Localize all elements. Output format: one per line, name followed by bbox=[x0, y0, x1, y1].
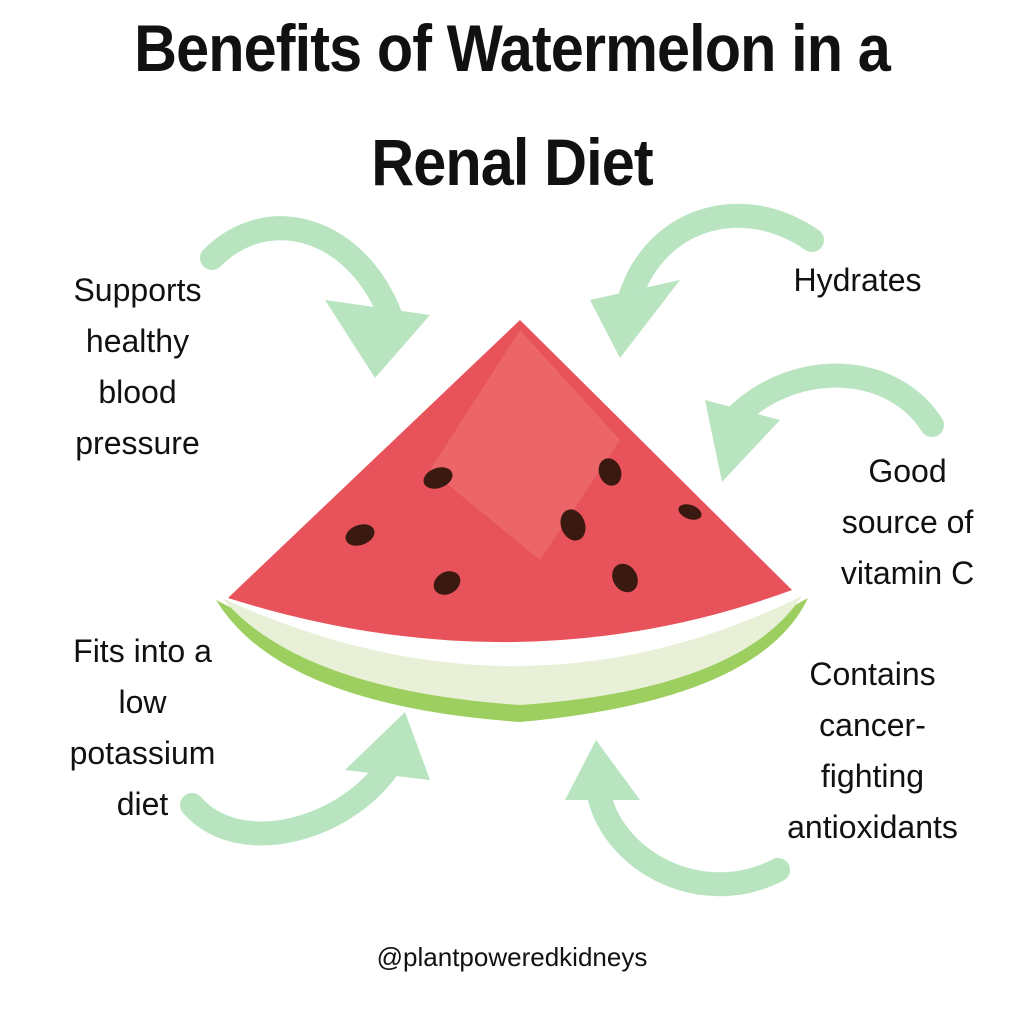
title-line-1: Benefits of Watermelon in a bbox=[134, 11, 891, 85]
benefit-blood-pressure: Supports healthy blood pressure bbox=[73, 272, 202, 461]
arrow-icon bbox=[616, 203, 824, 317]
benefit-vitamin-c: Good source of vitamin C bbox=[840, 453, 975, 591]
arrowhead-icon bbox=[345, 712, 430, 780]
social-handle: @plantpoweredkidneys bbox=[376, 942, 648, 972]
arrowhead-icon bbox=[705, 400, 780, 482]
arrowhead-icon bbox=[590, 280, 680, 358]
arrow-icon bbox=[200, 216, 404, 332]
arrow-icon bbox=[180, 748, 405, 846]
watermelon-slice bbox=[216, 320, 808, 722]
title-line-2: Renal Diet bbox=[371, 125, 653, 199]
benefit-hydrates: Hydrates bbox=[793, 262, 922, 298]
benefit-low-potassium: Fits into a low potassium diet bbox=[69, 633, 216, 822]
benefit-antioxidants: Contains cancer- fighting antioxidants bbox=[787, 656, 958, 845]
arrowhead-icon bbox=[325, 300, 430, 378]
arrow-icon bbox=[586, 778, 790, 897]
arrowhead-icon bbox=[565, 740, 640, 800]
arrow-icon bbox=[721, 363, 944, 437]
